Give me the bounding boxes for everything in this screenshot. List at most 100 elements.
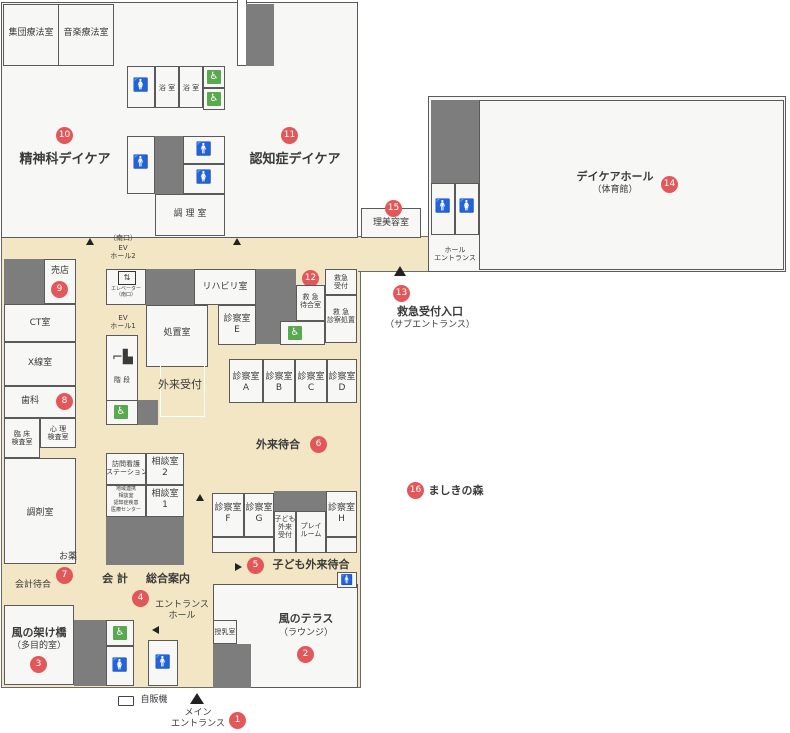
emergency-entrance-label: 救急受付入口: [397, 305, 463, 318]
dark-room-center: [155, 136, 183, 194]
accessible-toilet-icon: ♿: [114, 405, 128, 419]
exam-g-room: [244, 493, 274, 537]
male-toilet-icon: 🚹: [154, 655, 172, 670]
cooking-label: 調 理 室: [173, 209, 207, 219]
child-toilet-room: [212, 537, 274, 553]
clinical-lab-room: [4, 418, 40, 458]
accessible-toilet-icon: ♿: [207, 70, 221, 84]
badge-4: 4: [132, 590, 149, 607]
badge-6: 6: [310, 436, 327, 453]
ev1-label: EV ホール1: [110, 314, 136, 330]
badge-15: 15: [385, 200, 402, 217]
dark-room-stairs: [138, 400, 158, 425]
er-waiting-room: [296, 285, 325, 321]
psych-daycare-label: 精神科デイケア: [19, 152, 111, 167]
treatment-label: 処置室: [163, 328, 191, 338]
music-therapy-room: [58, 4, 114, 66]
hall-entrance-label: ホール エントランス: [434, 246, 476, 262]
multipurpose-label: （多目的室）: [11, 641, 66, 651]
entrance-arrow-icon: [86, 238, 94, 245]
er-reception-label: 救急 受付: [334, 274, 348, 290]
accounting-label: 会 計: [102, 572, 128, 585]
badge-10: 10: [56, 127, 73, 144]
group-therapy-room: [3, 4, 59, 66]
accessible-toilet-icon: ♿: [207, 92, 221, 106]
wind-bridge-label: 風の架け橋: [11, 626, 67, 639]
badge-2: 2: [297, 646, 314, 663]
psych-lab-label: 心 理 検査室: [47, 425, 69, 441]
accessible-toilet-icon: ♿: [288, 326, 302, 340]
music-therapy-label: 音楽療法室: [63, 28, 109, 38]
entrance-hall-label: エントランス ホール: [155, 600, 209, 621]
female-toilet-icon: 🚺: [111, 658, 129, 673]
dark-room-terrace: [213, 644, 251, 688]
consult2-label: 相談室 2: [151, 457, 179, 478]
regional-center-room: [106, 485, 146, 517]
elevator-south-label: エレベーター （南口）: [110, 286, 141, 298]
bath-room-1: [155, 66, 179, 108]
home-nursing-label: 訪問看護 ステーション: [106, 460, 148, 476]
dark-room-top: [246, 4, 274, 66]
sub-entrance-label: （サブエントランス）: [385, 320, 475, 330]
accounting-desk: [106, 517, 184, 565]
hall-female-toilet: [455, 183, 479, 235]
female-toilet-icon: 🚺: [195, 170, 213, 185]
er-reception-room: [325, 269, 357, 295]
exam-f-room: [212, 493, 244, 537]
main-entrance-label: メイン エントランス: [171, 708, 225, 729]
badge-8: 8: [56, 393, 73, 410]
male-toilet-room: [127, 136, 155, 194]
nursing-room: [213, 620, 237, 644]
female-toilet-room-2: [183, 136, 225, 164]
female-toilet-icon: 🚺: [458, 199, 476, 214]
consult1-room: [146, 485, 184, 517]
lounge-label: （ラウンジ）: [278, 628, 333, 638]
exam-d-label: 診察室 D: [328, 372, 356, 393]
outpatient-waiting-label: 外来待合: [256, 438, 300, 451]
badge-1: 1: [229, 712, 246, 729]
exam-g-label: 診察室 G: [245, 503, 273, 524]
badge-13: 13: [393, 285, 410, 302]
dispensary-room: [4, 458, 76, 564]
badge-16: 16: [407, 482, 424, 499]
consult1-label: 相談室 1: [151, 489, 179, 510]
dark-room-bridge: [74, 620, 106, 686]
outpatient-reception-label: 外来受付: [158, 378, 202, 391]
child-exam-label: 子ども 外来 受付: [274, 515, 296, 539]
xray-room: [4, 342, 76, 386]
gym-label: （体育館）: [592, 185, 638, 195]
dementia-daycare-label: 認知症デイケア: [249, 152, 341, 167]
er-treatment-label: 救 急 診察処置: [327, 308, 355, 324]
treatment-room: [146, 305, 208, 367]
badge-5: 5: [247, 557, 264, 574]
dispensary-label: 調剤室: [26, 508, 54, 518]
badge-14: 14: [661, 176, 678, 193]
exam-a-label: 診察室 A: [232, 372, 260, 393]
elevator-icon: ⇅: [118, 271, 136, 285]
bath-room-2: [179, 66, 203, 108]
entrance-arrow-icon: [190, 693, 204, 704]
terrace-toilet-room: [337, 572, 357, 588]
xray-label: X線室: [27, 358, 53, 368]
er-waiting-label: 救 急 待合室: [300, 293, 321, 309]
accessible-toilet-icon: ♿: [113, 626, 127, 640]
accounting-waiting-label: 会計待合: [14, 580, 51, 590]
female-toilet-room-3: [183, 164, 225, 194]
home-nursing-room: [106, 453, 146, 485]
male-toilet-icon: 🚹: [195, 142, 213, 157]
daycare-hall-room: [479, 100, 784, 270]
male-toilet-icon: 🚹: [132, 155, 150, 170]
exam-e-room: [218, 305, 256, 345]
barber-label: 理美容室: [372, 218, 409, 228]
exam-c-label: 診察室 C: [297, 372, 325, 393]
dark-room-ev: [146, 269, 194, 305]
elevator-room: [106, 269, 146, 305]
badge-9: 9: [51, 281, 68, 298]
rehab-label: リハビリ室: [202, 282, 248, 292]
rehab-room: [194, 269, 256, 305]
consult2-room: [146, 453, 184, 485]
exam-c-room: [295, 359, 327, 403]
dark-room-exam: [274, 491, 326, 511]
shop-label: 売店: [50, 266, 69, 276]
